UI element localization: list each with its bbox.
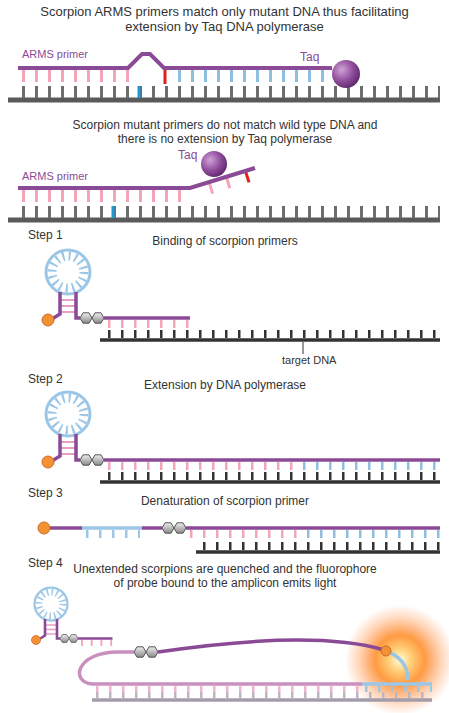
step-caption: Extension by DNA polymerase [70,378,380,392]
scorpion-strand [158,640,384,652]
quencher-hexagon [146,647,158,657]
amplicon-bases [96,686,360,692]
target-label: target DNA [282,354,372,367]
step-label: Step 1 [28,228,88,242]
target-strand [92,698,432,702]
template-bases [22,86,440,98]
mutant-base [138,86,141,98]
sphere-outline [200,150,228,178]
primer-bases [81,640,113,646]
polymerase-sphere: Taq [178,148,228,180]
taq-sphere [332,60,360,88]
arms-match-panel [8,54,440,100]
enzyme-label: Taq [300,50,319,64]
heading-text: Scorpion ARMS primers match only mutant … [27,4,422,34]
amplicon-strand [92,682,362,686]
heading-text: Scorpion mutant primers do not match wil… [65,118,385,146]
polymerase-sphere: Taq [300,50,362,88]
probe-strand [82,526,142,530]
target-bases [108,472,440,480]
amplicon-strand [362,682,432,686]
scorpion-primer [78,637,113,640]
fluorophore [38,522,50,534]
scorpion-head [42,392,104,468]
step-caption: Denaturation of scorpion primer [70,494,380,508]
target-strand [100,338,440,342]
target-strand [100,480,440,484]
arms-mismatch-panel [8,168,440,220]
taq-sphere [201,151,227,177]
step1-panel [42,250,440,354]
target-bases [203,542,440,550]
primer-label: ARMS primer [22,170,122,183]
matching-base [164,70,167,84]
probe-bases [86,530,140,538]
template-bases [22,206,440,218]
primer-bases [22,190,181,202]
template-strand [8,98,440,103]
step-label: Step 2 [28,372,88,386]
leader-line [303,342,304,354]
target-strand [196,550,440,554]
target-bases [96,692,432,698]
scorpion-strand [50,526,82,530]
step4-panel [32,588,449,713]
extended-bases [307,530,440,538]
step-caption: Binding of scorpion primers [70,234,380,248]
extended-bases [178,70,330,82]
quencher-hexagon [162,523,174,533]
wild-type-base [112,206,115,218]
step-label: Step 3 [28,486,88,500]
step-caption: Unextended scorpions are quenched and th… [70,562,380,590]
unextended-scorpion [32,588,113,645]
scorpion-strand [186,526,440,530]
scorpion-strand [79,652,134,684]
scorpion-head [42,250,104,326]
fluorophore [381,646,391,656]
template-strand [8,218,440,223]
scorpion-head [32,588,79,645]
step2-panel [42,392,440,482]
enzyme-label: Taq [178,148,197,162]
quencher-hexagon [134,647,146,657]
primer-label: ARMS primer [22,48,122,61]
scorpion-primer [104,316,190,320]
quencher-hexagon [174,523,186,533]
primer-bases [190,530,300,538]
scorpion-primer [104,458,440,462]
primer-bases [108,320,190,328]
primer-bases [22,70,129,82]
step3-panel [38,522,440,552]
primer-bases [108,462,293,470]
amplicon-bases [365,686,432,692]
extended-bases [303,462,440,470]
scorpion-strand [142,526,162,530]
target-bases [108,330,440,338]
sphere-outline [331,59,361,89]
